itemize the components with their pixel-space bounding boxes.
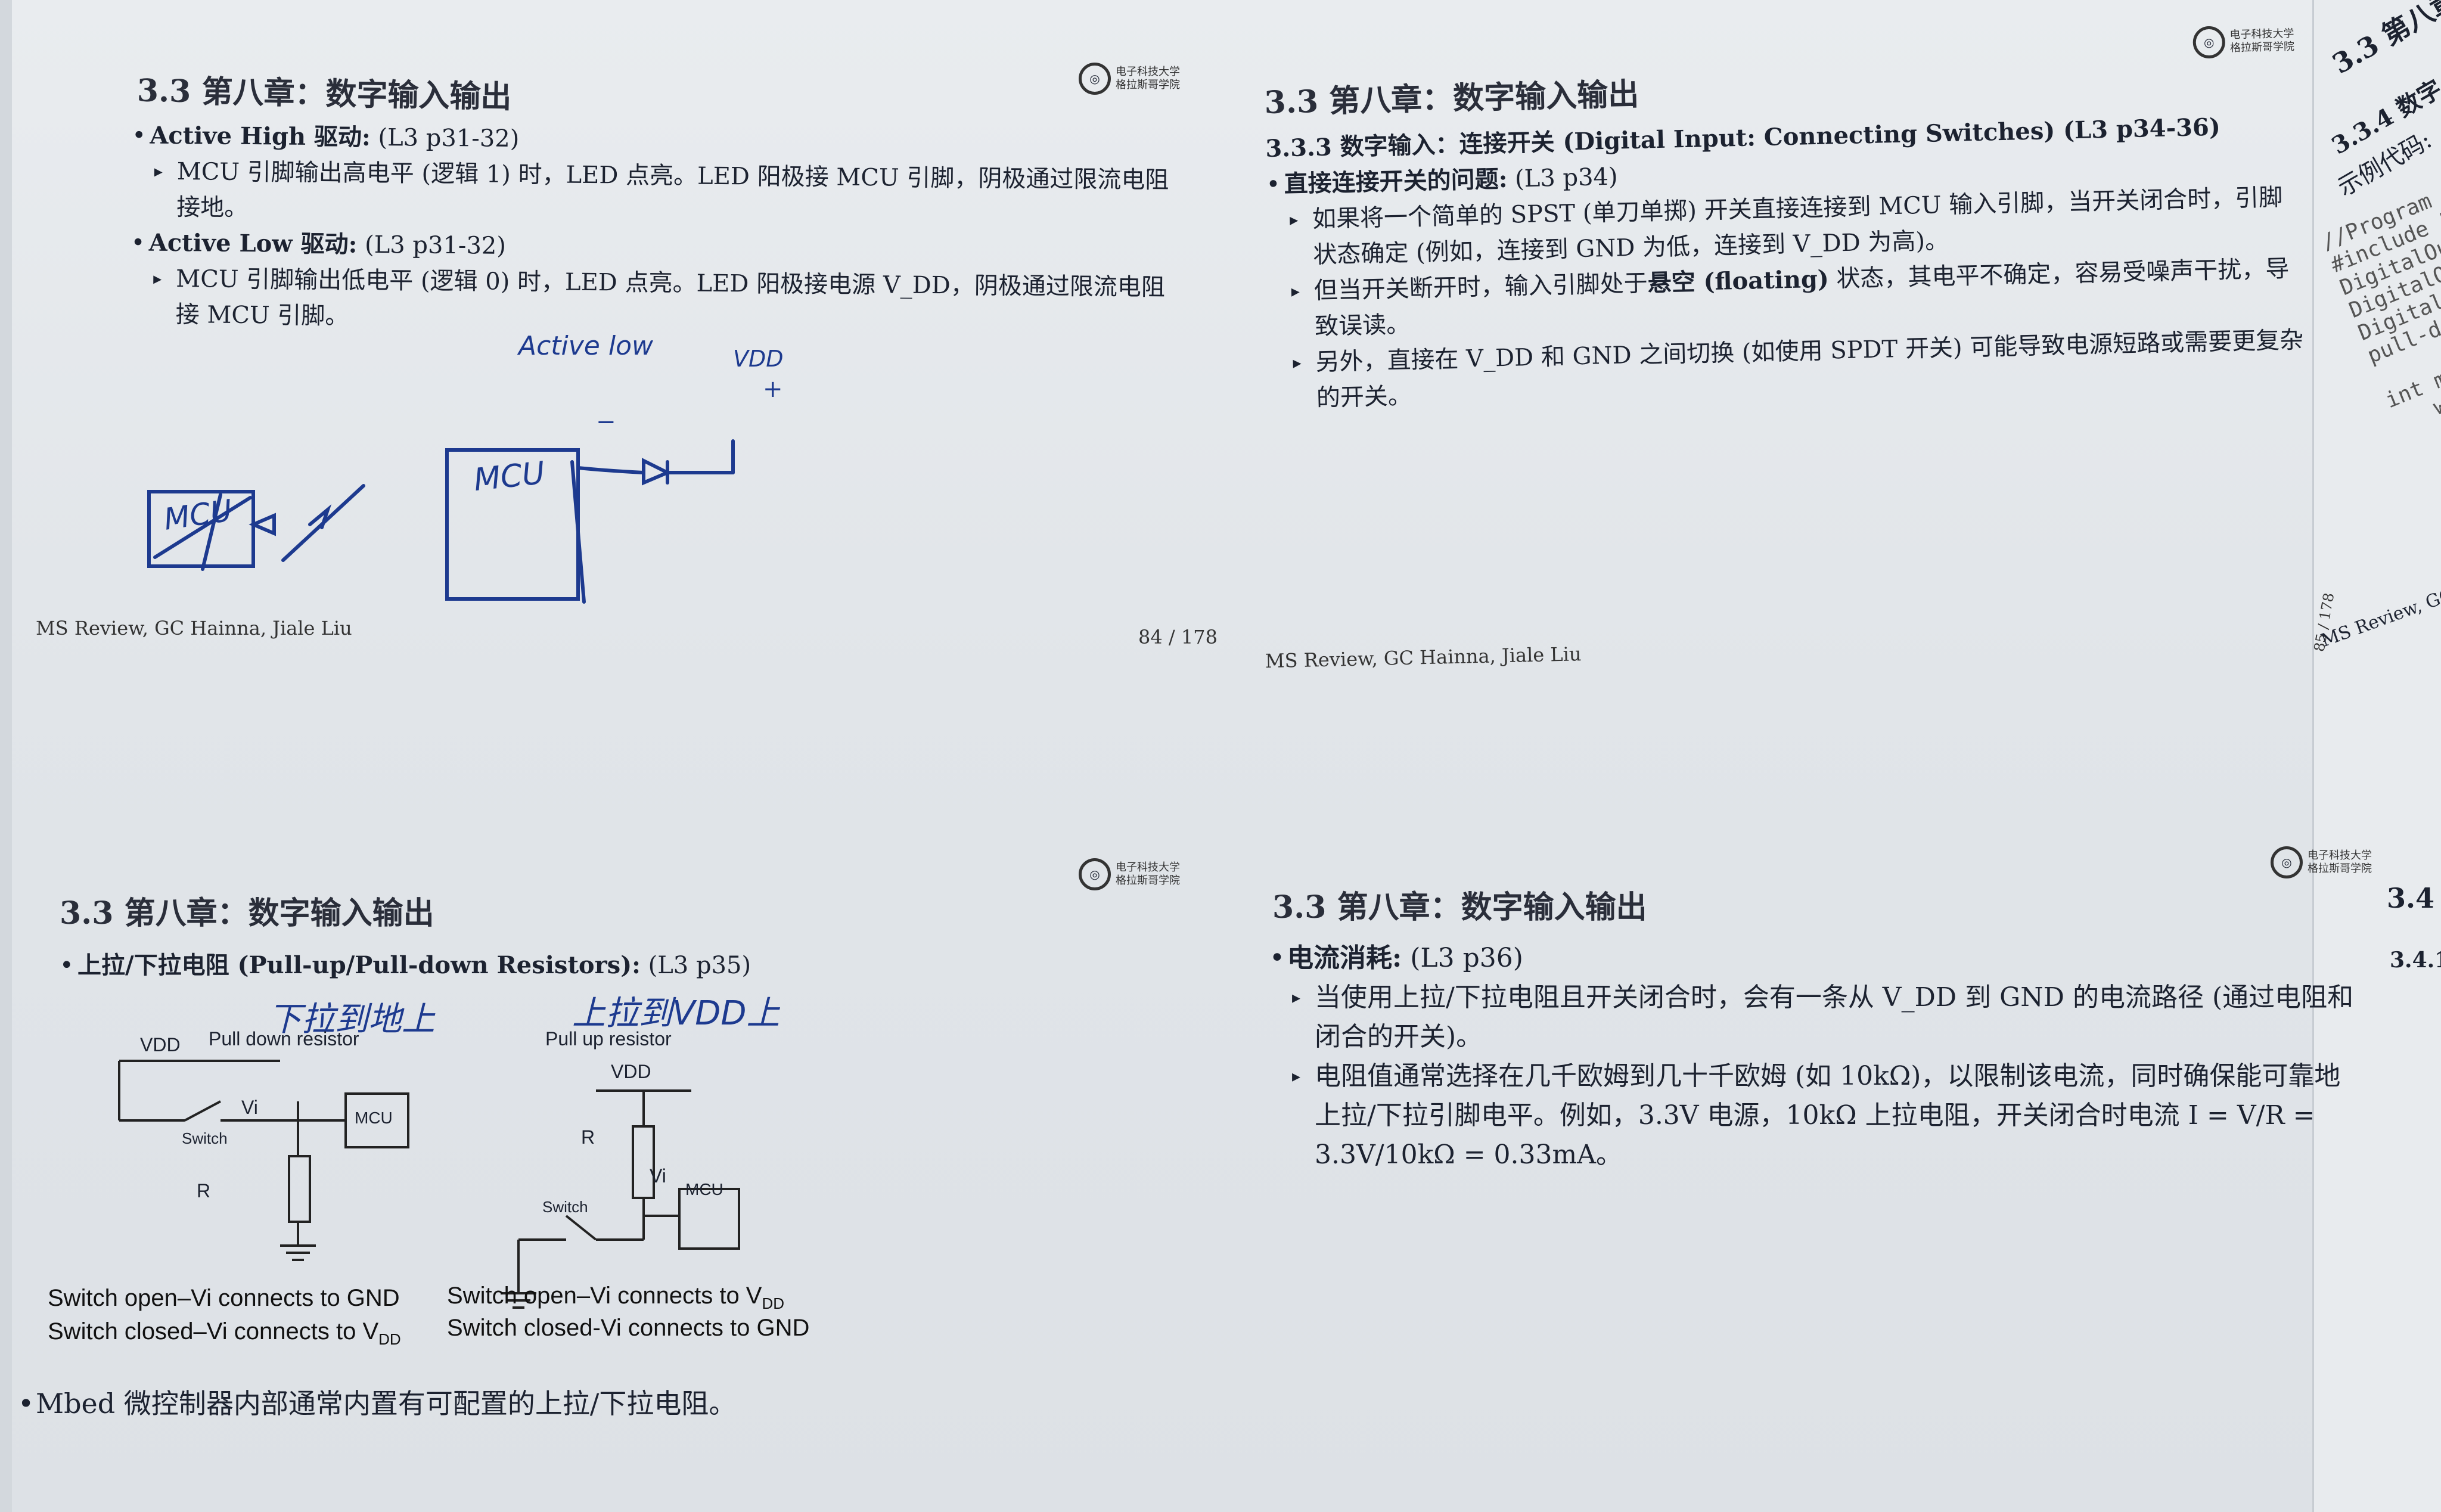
- pd-title: Pull down resistor: [209, 1028, 359, 1050]
- handwritten-sketch: [147, 439, 735, 604]
- pu-vi-label: Vi: [650, 1165, 666, 1187]
- handwritten-active-low: Active low: [518, 331, 653, 361]
- edge-footer: MS Review, GC: [2318, 584, 2441, 651]
- pu-vdd-label: VDD: [611, 1061, 651, 1082]
- pull-up-schematic: [501, 1089, 740, 1309]
- bullet-pull-resistors: 上拉/下拉电阻 (Pull-up/Pull-down Resistors): (…: [60, 948, 751, 983]
- bullet-detail-1: 当使用上拉/下拉电阻且开关闭合时，会有一条从 V_DD 到 GND 的电流路径 …: [1269, 978, 2360, 1057]
- logo-emblem-icon: ◎: [1079, 63, 1111, 95]
- slide-page-number: 84 / 178: [1138, 626, 1218, 648]
- handwritten-mcu-2: MCU: [472, 455, 547, 499]
- handwritten-pull-down-note: 下拉到地上: [268, 1000, 435, 1039]
- university-logo: ◎ 电子科技大学 格拉斯哥学院: [1079, 63, 1193, 95]
- pd-vdd-label: VDD: [140, 1034, 181, 1055]
- next-page-content: 3.3 第八章 3.3.4 数字 I/O 示例代码: //Program t #…: [2312, 0, 2441, 1512]
- pd-r-label: R: [197, 1180, 211, 1201]
- handwritten-pull-up-note: 上拉到VDD上: [572, 994, 780, 1033]
- logo-text: 电子科技大学 格拉斯哥学院: [1116, 861, 1180, 887]
- edge-title-2: 3.4: [2387, 882, 2435, 914]
- pu-switch-label: Switch: [542, 1198, 588, 1216]
- slide-title: 3.3 第八章：数字输入输出: [60, 895, 434, 932]
- slide-title: 3.3 第八章：数字输入输出: [136, 72, 512, 116]
- slide-title: 3.3 第八章：数字输入输出: [1263, 76, 1639, 121]
- logo-text: 电子科技大学 格拉斯哥学院: [1116, 66, 1180, 91]
- logo-emblem-icon: ◎: [1079, 858, 1111, 890]
- handwritten-minus: −: [596, 408, 616, 436]
- logo-emblem-icon: ◎: [2192, 26, 2226, 59]
- slide-84: 3.3 第八章：数字输入输出 ◎ 电子科技大学 格拉斯哥学院 Active Hi…: [36, 63, 1218, 648]
- logo-text: 电子科技大学 格拉斯哥学院: [2229, 27, 2295, 55]
- pd-caption-open: Switch open–Vi connects to GND: [48, 1285, 400, 1311]
- slide-86: 3.3 第八章：数字输入输出 ◎ 电子科技大学 格拉斯哥学院 上拉/下拉电阻 (…: [18, 858, 1216, 1454]
- pull-down-schematic: [118, 1060, 409, 1261]
- pu-r-label: R: [581, 1126, 595, 1148]
- bullet-detail-2: 电阻值通常选择在几千欧姆到几十千欧姆 (如 10kΩ)，以限制该电流，同时确保能…: [1269, 1057, 2360, 1175]
- bullet-current-consumption: 电流消耗: (L3 p36): [1269, 939, 2360, 978]
- pu-caption-closed: Switch closed-Vi connects to GND: [447, 1315, 810, 1341]
- slide-title: 3.3 第八章：数字输入输出: [1272, 889, 1647, 926]
- handwritten-plus: +: [763, 375, 783, 403]
- edge-subsection-2: 3.4.1: [2390, 948, 2441, 973]
- pd-vi-label: Vi: [241, 1097, 258, 1118]
- bullet-mbed-note: Mbed 微控制器内部通常内置有可配置的上拉/下拉电阻。: [18, 1383, 736, 1424]
- university-logo: ◎ 电子科技大学 格拉斯哥学院: [1079, 858, 1193, 890]
- pd-caption-closed: Switch closed–Vi connects to VDD: [48, 1318, 401, 1348]
- edge-title: 3.3 第八章: [2327, 0, 2441, 80]
- slide-87: 3.3 第八章：数字输入输出 ◎ 电子科技大学 格拉斯哥学院 电流消耗: (L3…: [1269, 846, 2372, 1263]
- pu-caption-open: Switch open–Vi connects to VDD: [447, 1283, 785, 1312]
- logo-text: 电子科技大学 格拉斯哥学院: [2308, 849, 2372, 875]
- slide-footer-author: MS Review, GC Hainna, Jiale Liu: [36, 617, 352, 639]
- university-logo: ◎ 电子科技大学 格拉斯哥学院: [2192, 24, 2308, 59]
- pu-mcu-label: MCU: [685, 1180, 723, 1199]
- pd-switch-label: Switch: [182, 1129, 228, 1147]
- bullet-active-high-detail: MCU 引脚输出高电平 (逻辑 1) 时，LED 点亮。LED 阳极接 MCU …: [131, 153, 1181, 234]
- slide-85: 3.3 第八章：数字输入输出 ◎ 电子科技大学 格拉斯哥学院 3.3.3 数字输…: [1263, 26, 2313, 672]
- handwritten-vdd: VDD: [733, 346, 784, 372]
- pu-title: Pull up resistor: [545, 1028, 672, 1050]
- logo-emblem-icon: ◎: [2271, 846, 2303, 878]
- pd-mcu-label: MCU: [355, 1109, 393, 1127]
- university-logo: ◎ 电子科技大学 格拉斯哥学院: [2271, 846, 2385, 878]
- next-page-edge: [2312, 0, 2441, 1512]
